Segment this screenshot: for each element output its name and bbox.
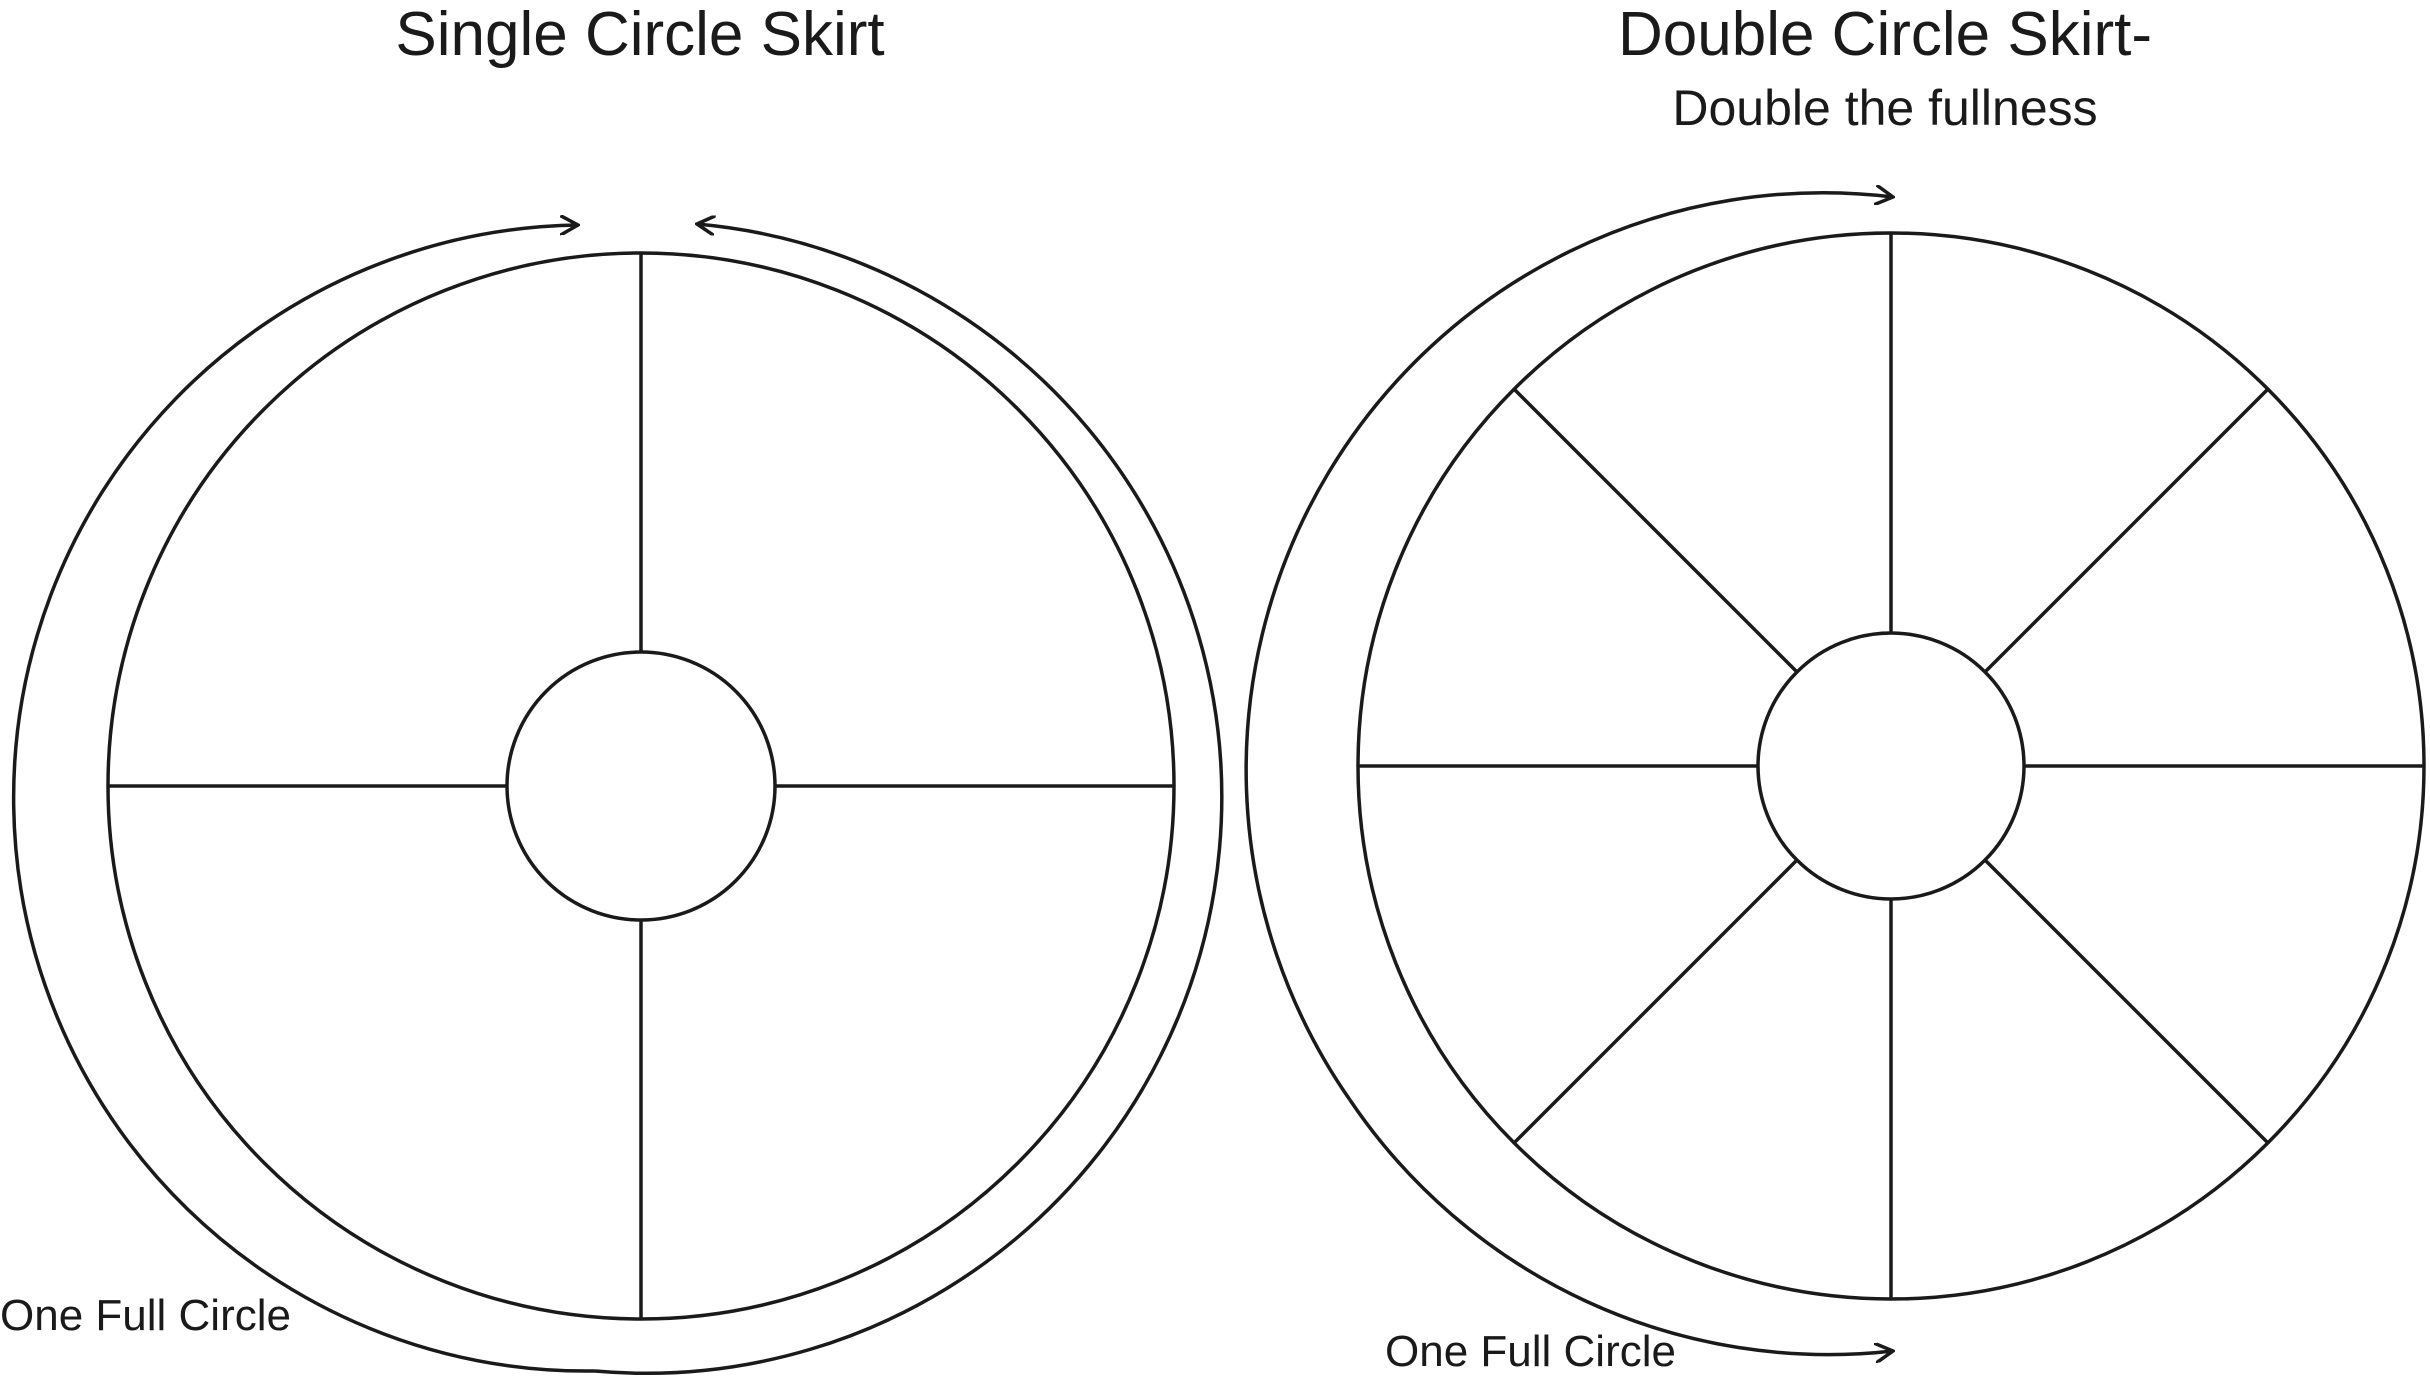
- single-circle-arrow-left: [11, 225, 596, 1373]
- single-circle-waist: [505, 650, 777, 922]
- double-circle-title: Double Circle Skirt-: [1618, 0, 2152, 69]
- double-circle-arrow-top: [1244, 193, 1893, 1101]
- single-circle-skirt-diagram: Single Circle Skirt One Full Circle: [0, 0, 1224, 1375]
- double-circle-seam-sw: [1512, 858, 1799, 1145]
- double-circle-seam-ne: [1983, 387, 2270, 674]
- single-circle-caption: One Full Circle: [0, 1291, 291, 1340]
- double-circle-seam-nw: [1512, 387, 1799, 674]
- double-circle-arrow-bottom: [1348, 1099, 1893, 1355]
- single-circle-title: Single Circle Skirt: [395, 0, 884, 69]
- single-circle-arrow-right: [594, 224, 1224, 1375]
- double-circle-seam-se: [1983, 858, 2270, 1145]
- double-circle-caption: One Full Circle: [1385, 1327, 1676, 1376]
- double-circle-subtitle: Double the fullness: [1672, 80, 2097, 136]
- double-circle-skirt-diagram: Double Circle Skirt- Double the fullness…: [1244, 0, 2426, 1376]
- double-circle-waist: [1756, 631, 2026, 901]
